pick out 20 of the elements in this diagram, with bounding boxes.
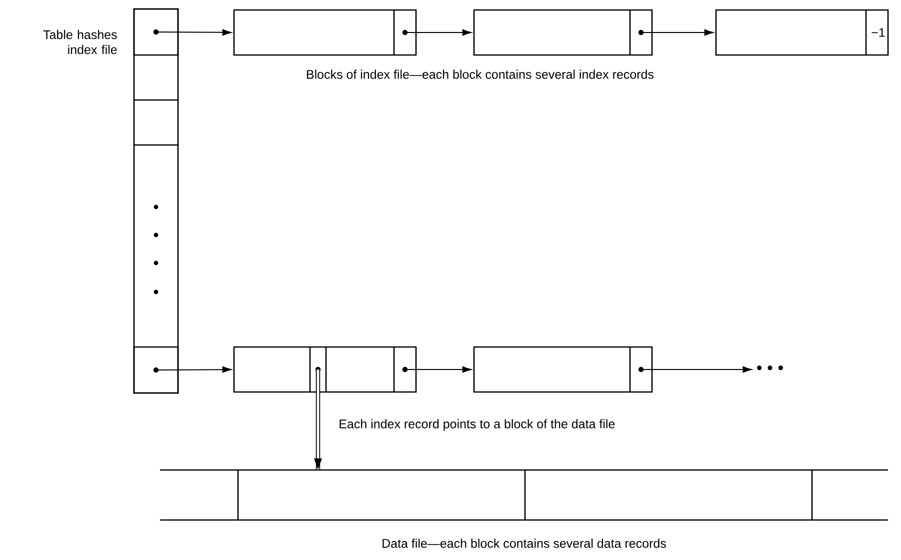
- pointer-arrow: [404, 29, 472, 36]
- pointer-arrow: [640, 366, 752, 373]
- data-file-band: [160, 469, 888, 521]
- index-block: [233, 346, 417, 393]
- index-block: [473, 9, 653, 56]
- node-label: Data file—each block contains several data records: [382, 538, 666, 548]
- note: Blocks of index file—each block contains several index records: [306, 70, 654, 79]
- node-label: Table hashes index file: [43, 30, 117, 54]
- index-block: [233, 9, 417, 56]
- ellipsis: • • •: [757, 366, 783, 370]
- index-block: [473, 346, 653, 393]
- pointer-arrow: [640, 29, 714, 36]
- pointer-arrow: [156, 29, 232, 36]
- table-cell: [133, 346, 179, 394]
- note: Each index record points to a block of the data file: [340, 419, 615, 431]
- pointer-arrow: [314, 370, 322, 470]
- index-block: −1: [715, 9, 889, 56]
- table-cell: [133, 8, 179, 56]
- pointer-arrow: [404, 366, 472, 373]
- pointer-arrow: [156, 366, 232, 373]
